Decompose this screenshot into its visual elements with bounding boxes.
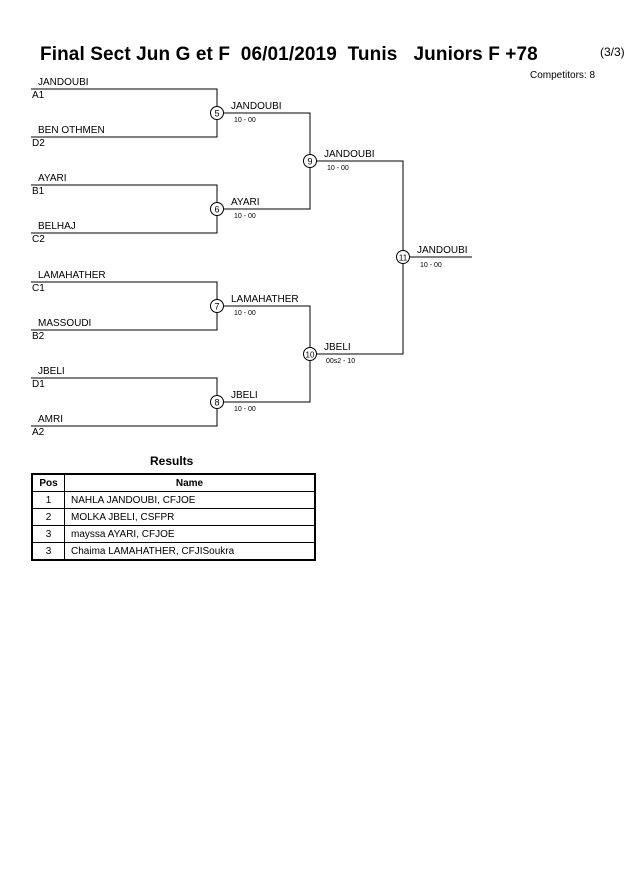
match6-circle [210,202,224,216]
match9-bracket [217,112,311,210]
competitor-4-name: BELHAJ [38,221,76,232]
competitor-3-seed: B1 [32,186,45,197]
competitor-1-seed: A1 [32,90,45,101]
match8-number: 8 [214,398,219,408]
result-pos: 1 [31,491,65,509]
competitor-3-name: AYARI [38,173,67,184]
match10-score: 00s2 - 10 [326,358,355,365]
match9-number: 9 [307,157,312,167]
table-row: 2 MOLKA JBELI, CSFPR [31,508,316,526]
match7-winner: LAMAHATHER [231,294,299,305]
competitor-1-name: JANDOUBI [38,77,89,88]
competitor-8-seed: A2 [32,427,45,438]
match11-number: 11 [399,254,408,263]
pos-header: Pos [31,473,65,492]
match10-winner: JBELI [324,342,351,353]
match9-circle [303,154,317,168]
match10-circle [303,347,317,361]
competitor-5-seed: C1 [32,283,45,294]
match10-bracket [217,305,311,403]
result-pos: 2 [31,508,65,526]
match-number-circles: 5 6 7 8 9 10 11 [210,106,410,409]
match9-score: 10 - 00 [327,165,349,172]
round3-group: JANDOUBI 10 - 00 JBELI 00s2 - 10 JANDOUB… [310,149,472,365]
name-header: Name [64,473,316,492]
match11-score: 10 - 00 [420,262,442,269]
competitor-8-name: AMRI [38,414,63,425]
result-pos: 3 [31,542,65,561]
competitor-6-name: MASSOUDI [38,318,91,329]
result-name: MOLKA JBELI, CSFPR [64,508,316,526]
result-name: NAHLA JANDOUBI, CFJOE [64,491,316,509]
competitor-2-seed: D2 [32,138,45,149]
results-header-row: Pos Name [31,473,316,492]
competitor-2-name: BEN OTHMEN [38,125,105,136]
match11-circle [396,250,410,264]
competitor-5-name: LAMAHATHER [38,270,106,281]
match5-score: 10 - 00 [234,117,256,124]
tournament-bracket: JANDOUBI A1 BEN OTHMEN D2 AYARI B1 BELHA… [31,77,472,438]
match6-winner: AYARI [231,197,260,208]
match10-number: 10 [306,351,315,360]
competitor-4-seed: C2 [32,234,45,245]
table-row: 3 Chaima LAMAHATHER, CFJISoukra [31,542,316,561]
match6-number: 6 [214,205,219,215]
round1-group: JANDOUBI A1 BEN OTHMEN D2 AYARI B1 BELHA… [31,77,218,438]
match7-score: 10 - 00 [234,310,256,317]
match11-winner: JANDOUBI [417,245,468,256]
match7-circle [210,299,224,313]
match8-score: 10 - 00 [234,406,256,413]
round2-group: JANDOUBI 10 - 00 AYARI 10 - 00 LAMAHATHE… [217,101,311,413]
competitors-count: Competitors: 8 [530,70,596,81]
result-name: mayssa AYARI, CFJOE [64,525,316,543]
match7-number: 7 [214,302,219,312]
table-row: 3 mayssa AYARI, CFJOE [31,525,316,543]
result-pos: 3 [31,525,65,543]
match9-winner: JANDOUBI [324,149,375,160]
match8-winner: JBELI [231,390,258,401]
page-indicator: (3/3) [600,45,625,59]
match11-bracket [310,160,404,355]
match5-circle [210,106,224,120]
results-title: Results [150,454,194,468]
competitor-6-seed: B2 [32,331,45,342]
competitor-7-seed: D1 [32,379,45,390]
match6-score: 10 - 00 [234,213,256,220]
match5-number: 5 [214,109,219,119]
result-name: Chaima LAMAHATHER, CFJISoukra [64,542,316,561]
table-row: 1 NAHLA JANDOUBI, CFJOE [31,491,316,509]
page-title: Final Sect Jun G et F 06/01/2019 Tunis J… [40,44,538,65]
match8-circle [210,395,224,409]
results-table: Pos Name 1 NAHLA JANDOUBI, CFJOE 2 MOLKA… [31,473,316,561]
match5-winner: JANDOUBI [231,101,282,112]
competitor-7-name: JBELI [38,366,65,377]
